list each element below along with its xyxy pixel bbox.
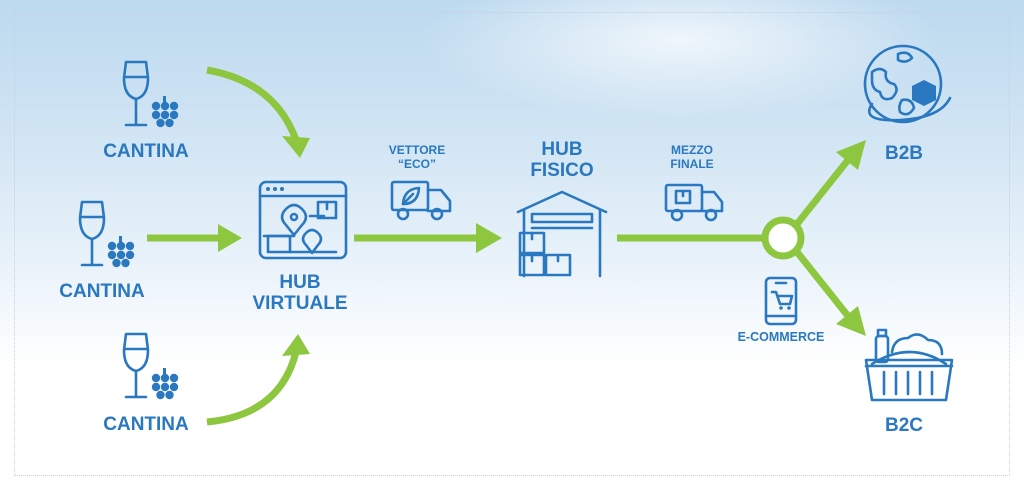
arrowhead-1 (282, 136, 310, 158)
cantina-label-2: CANTINA (59, 281, 145, 302)
arrow-cantina-1 (206, 66, 300, 142)
hub-fisico-label: HUB FISICO (512, 139, 612, 181)
arrowhead-2 (218, 224, 242, 252)
mezzo-line1: MEZZO (671, 143, 713, 157)
b2c-label: B2C (884, 415, 923, 436)
wine-glass-grapes-icon (122, 332, 180, 401)
wine-glass-grapes-icon (78, 200, 136, 269)
vettore-line1: VETTORE (388, 143, 446, 157)
arrowhead-b2c (836, 306, 866, 336)
delivery-truck-icon (664, 183, 724, 222)
ecommerce-label: E-COMMERCE (737, 330, 825, 344)
vettore-line2: “ECO” (397, 156, 436, 171)
arrow-node-b2c (794, 249, 851, 319)
split-node (761, 216, 805, 260)
arrowhead-b2b (836, 140, 866, 170)
hub-fisico-line1: HUB (541, 139, 583, 160)
b2b-label: B2B (884, 143, 923, 164)
arrowhead-4 (476, 223, 502, 253)
cantina-label-1: CANTINA (103, 141, 189, 162)
shopping-basket-icon (864, 328, 954, 402)
mezzo-label: MEZZO FINALE (652, 143, 732, 172)
arrow-cantina-3 (206, 351, 300, 426)
cantina-label-3: CANTINA (103, 414, 189, 435)
hub-virtuale-label: HUB VIRTUALE (240, 272, 360, 314)
globe-icon (863, 44, 952, 124)
arrow-node-b2b (794, 157, 851, 227)
warehouse-icon (516, 190, 608, 278)
hub-virtuale-line2: VIRTUALE (252, 292, 348, 314)
eco-truck-icon (390, 180, 452, 221)
hub-fisico-line2: FISICO (530, 159, 594, 181)
arrowhead-3 (282, 334, 310, 356)
wine-glass-grapes-icon (122, 60, 180, 129)
smartphone-cart-icon (764, 276, 798, 326)
browser-map-icon (258, 180, 348, 260)
mezzo-line2: FINALE (670, 156, 714, 171)
vettore-label: VETTORE “ECO” (372, 143, 462, 172)
hub-virtuale-line1: HUB (279, 272, 321, 293)
